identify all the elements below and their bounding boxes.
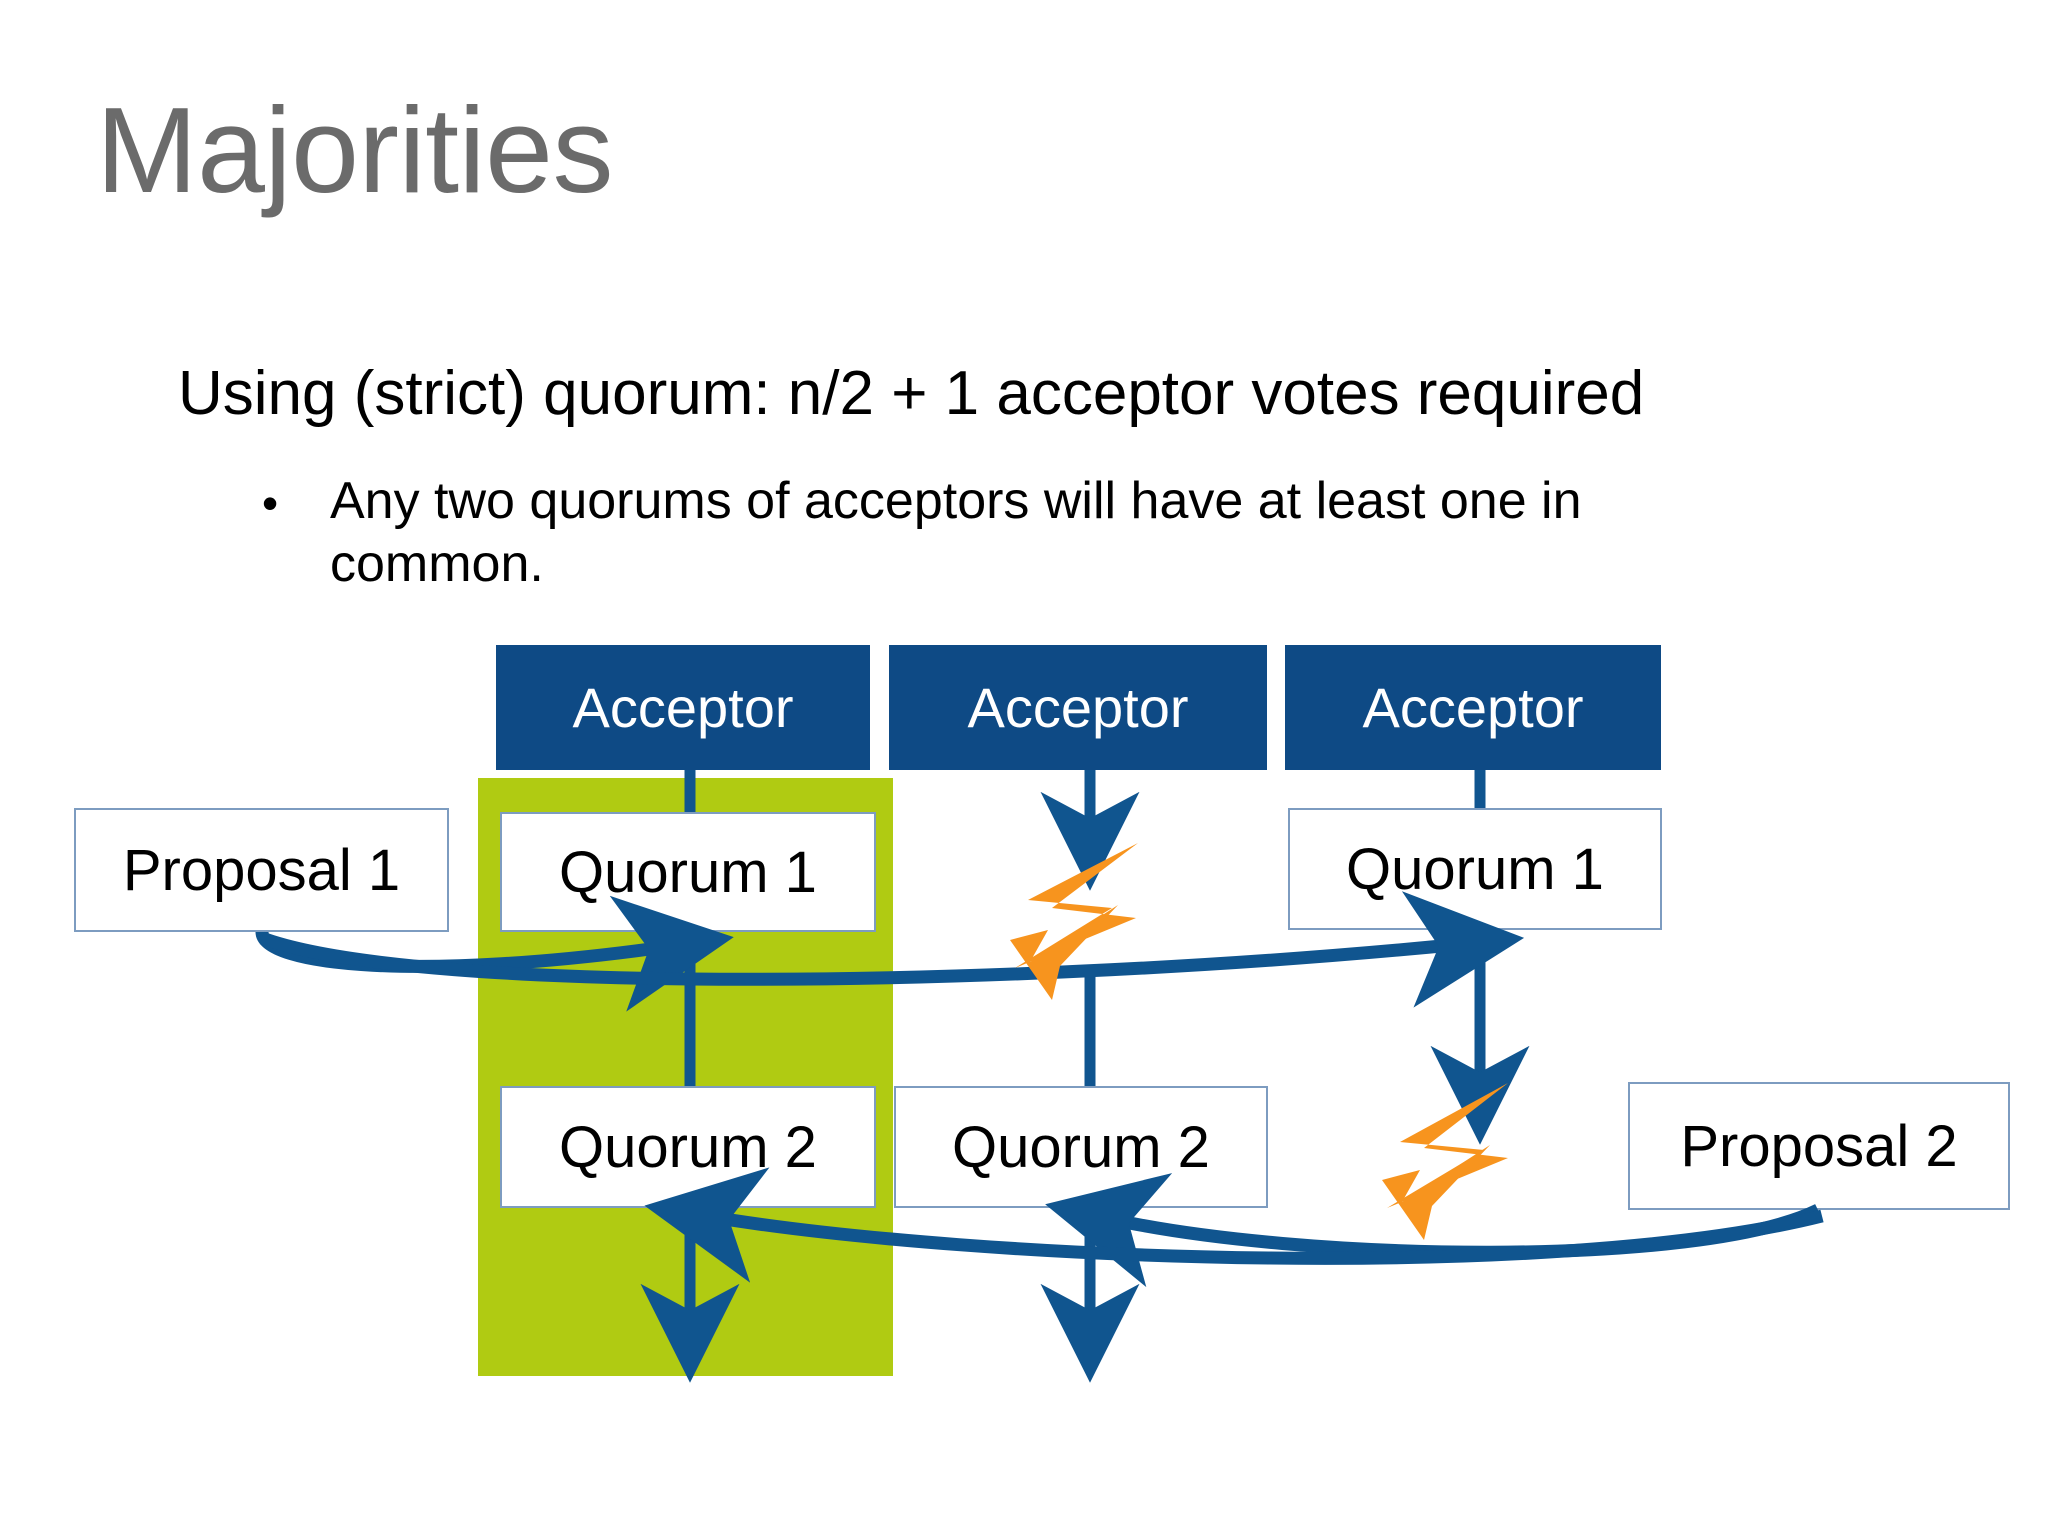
acceptor-box-3: Acceptor <box>1285 645 1661 770</box>
connector-proposal2-to-quorum2-middle <box>1045 1172 1821 1288</box>
proposal-1-box: Proposal 1 <box>74 808 449 932</box>
quorum-2-box-middle: Quorum 2 <box>894 1086 1268 1208</box>
acceptor-box-2: Acceptor <box>889 645 1267 770</box>
bullet-text: Any two quorums of acceptors will have a… <box>330 472 1582 594</box>
lead-statement: Using (strict) quorum: n/2 + 1 acceptor … <box>178 359 1645 428</box>
lightning-bolt-icon-1 <box>1010 843 1138 1000</box>
acceptor-box-1: Acceptor <box>496 645 870 770</box>
page-title: Majorities <box>96 82 614 218</box>
lightning-bolt-icon-2 <box>1382 1083 1508 1240</box>
proposal-2-box: Proposal 2 <box>1628 1082 2010 1210</box>
quorum-1-box-right: Quorum 1 <box>1288 808 1662 930</box>
bullet-item: • Any two quorums of acceptors will have… <box>262 470 1692 597</box>
quorum-2-box-left: Quorum 2 <box>500 1086 876 1208</box>
quorum-1-box-left: Quorum 1 <box>500 812 876 932</box>
bullet-marker-icon: • <box>262 477 279 529</box>
